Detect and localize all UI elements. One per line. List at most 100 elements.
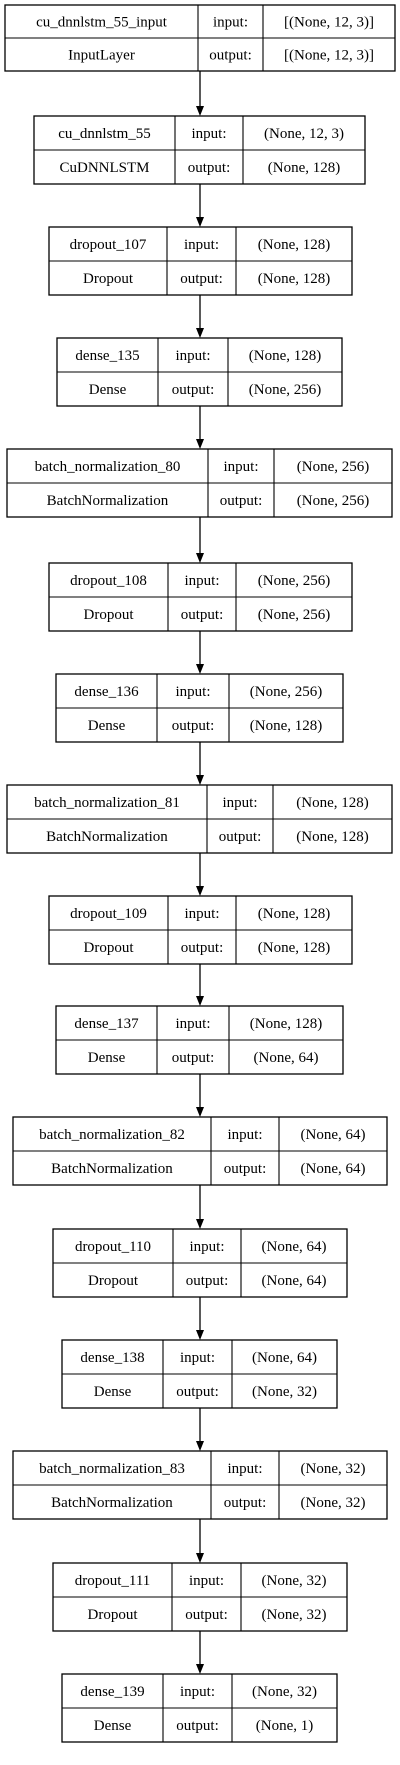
arrowhead [196,328,204,338]
output-label: output: [180,271,223,287]
layer-name: dropout_107 [70,237,147,253]
output-label: output: [172,382,215,398]
output-label: output: [209,48,252,64]
output-shape: (None, 64) [262,1273,327,1289]
layer-name: dropout_110 [75,1239,151,1255]
input-shape: (None, 32) [301,1461,366,1477]
output-shape: (None, 64) [254,1050,319,1066]
layer-name: dense_139 [80,1684,144,1700]
input-label: input: [189,1573,224,1589]
output-shape: (None, 256) [249,382,321,398]
edges-group [196,71,204,1674]
edge-arrow [196,1297,204,1340]
layer-name: batch_normalization_80 [35,459,181,475]
layer-node: batch_normalization_83BatchNormalization… [12,1450,388,1520]
input-shape: (None, 32) [252,1684,317,1700]
edge-arrow [196,1631,204,1674]
edge-arrow [196,631,204,674]
input-label: input: [180,1350,215,1366]
layer-type: Dense [88,718,126,734]
input-shape: (None, 128) [258,906,330,922]
layer-name: cu_dnnlstm_55_input [36,15,168,31]
input-label: input: [175,1016,210,1032]
edge-arrow [196,853,204,896]
output-label: output: [172,718,215,734]
output-label: output: [176,1384,219,1400]
arrowhead [196,553,204,563]
input-shape: (None, 256) [250,684,322,700]
arrowhead [196,106,204,116]
layer-name: dropout_109 [70,906,147,922]
arrowhead [196,1664,204,1674]
edge-arrow [196,184,204,227]
input-label: input: [175,684,210,700]
layer-type: Dropout [88,1607,139,1623]
input-label: input: [184,573,219,589]
layer-name: dropout_108 [70,573,147,589]
arrowhead [196,886,204,896]
output-label: output: [224,1495,267,1511]
input-shape: (None, 256) [258,573,330,589]
output-shape: (None, 1) [256,1718,313,1734]
input-label: input: [180,1684,215,1700]
layer-name: dense_135 [75,348,139,364]
output-shape: (None, 64) [301,1161,366,1177]
input-shape: (None, 64) [301,1127,366,1143]
layer-type: Dense [94,1718,132,1734]
output-shape: (None, 128) [296,829,368,845]
output-label: output: [188,160,231,176]
input-label: input: [175,348,210,364]
layer-type: Dense [94,1384,132,1400]
output-label: output: [220,493,263,509]
input-shape: (None, 64) [252,1350,317,1366]
output-label: output: [224,1161,267,1177]
layer-type: BatchNormalization [51,1495,173,1511]
edge-arrow [196,295,204,338]
arrowhead [196,439,204,449]
input-label: input: [184,906,219,922]
arrowhead [196,1219,204,1229]
output-label: output: [181,607,224,623]
layer-type: InputLayer [68,48,135,64]
layer-type: Dropout [84,940,135,956]
edge-arrow [196,1519,204,1563]
input-shape: (None, 128) [249,348,321,364]
layer-name: dropout_111 [75,1573,151,1589]
layer-name: dense_136 [74,684,139,700]
layer-name: cu_dnnlstm_55 [58,126,151,142]
edge-arrow [196,964,204,1006]
layer-type: Dropout [84,607,135,623]
input-label: input: [222,795,257,811]
input-shape: (None, 128) [250,1016,322,1032]
input-shape: (None, 128) [296,795,368,811]
arrowhead [196,217,204,227]
output-shape: (None, 32) [262,1607,327,1623]
edge-arrow [196,742,204,785]
arrowhead [196,1330,204,1340]
arrowhead [196,775,204,785]
arrowhead [196,1441,204,1451]
layer-type: CuDNNLSTM [59,160,149,176]
input-shape: (None, 128) [258,237,330,253]
output-shape: (None, 256) [258,607,330,623]
layer-node: cu_dnnlstm_55_inputInputLayerinput:outpu… [4,4,396,72]
input-label: input: [189,1239,224,1255]
input-label: input: [184,237,219,253]
edge-arrow [196,71,204,116]
layer-name: dense_138 [80,1350,144,1366]
input-shape: [(None, 12, 3)] [284,15,374,31]
layer-name: batch_normalization_83 [39,1461,185,1477]
layer-node: batch_normalization_80BatchNormalization… [6,448,393,518]
output-label: output: [186,1273,229,1289]
output-label: output: [185,1607,228,1623]
input-shape: (None, 256) [297,459,369,475]
